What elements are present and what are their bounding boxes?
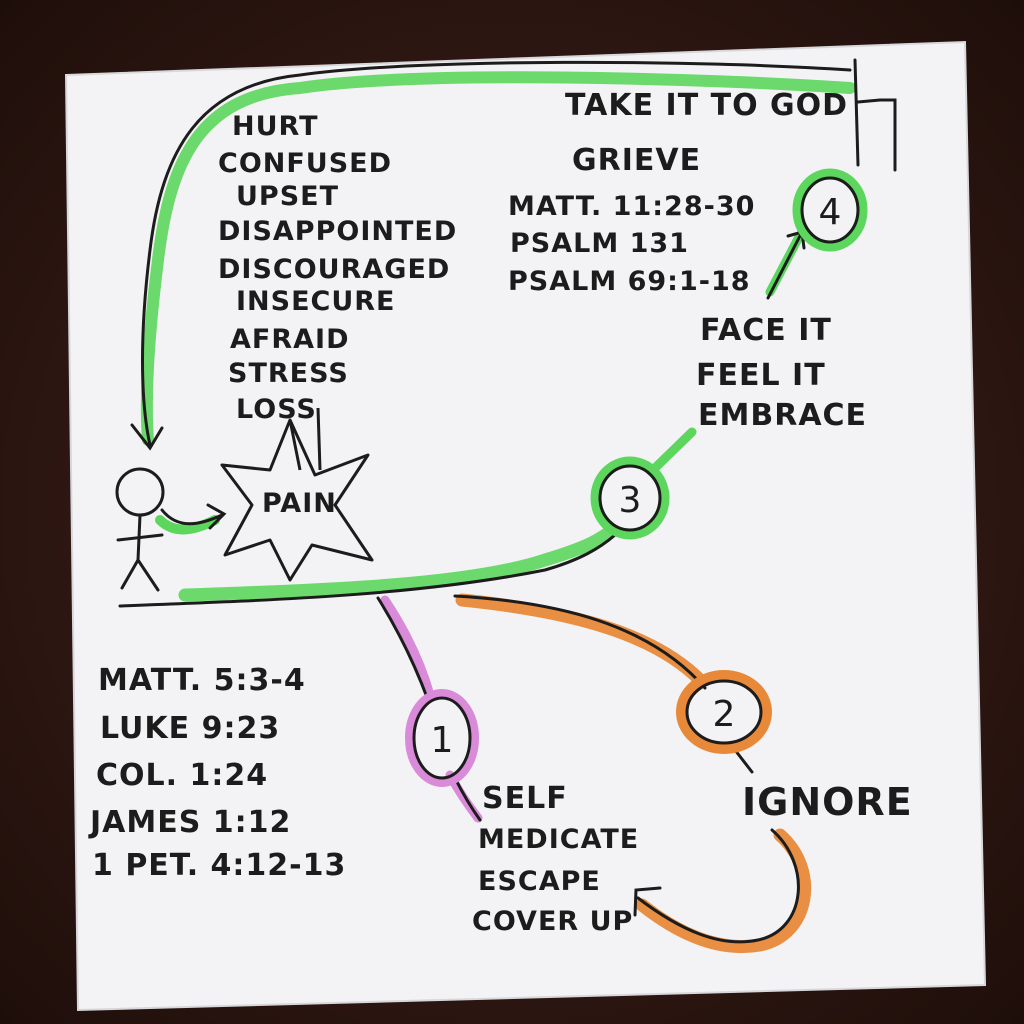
step1-word: MEDICATE (478, 824, 639, 855)
ignore-label: IGNORE (742, 780, 913, 824)
green-loop-arrow (130, 60, 852, 451)
top-verse-item: MATT. 11:28-30 (508, 191, 755, 222)
bottom-left-verses: MATT. 5:3-4 LUKE 9:23 COL. 1:24 JAMES 1:… (88, 663, 346, 883)
green-loop-highlight (140, 71, 856, 446)
verse-item: LUKE 9:23 (100, 711, 280, 746)
step1-word: SELF (482, 781, 568, 816)
green-figure-arrow-highlight (155, 515, 220, 535)
feeling-item: INSECURE (236, 286, 396, 317)
feeling-item: LOSS (236, 394, 317, 425)
step-1-number: 1 (431, 720, 454, 761)
feeling-item: DISCOURAGED (218, 254, 450, 285)
feeling-item: UPSET (236, 181, 339, 212)
flag-icon (853, 58, 897, 172)
step-4-circle: 4 (792, 168, 868, 252)
grieve-label: GRIEVE (572, 143, 701, 178)
step3-word: EMBRACE (698, 398, 867, 433)
verse-item: 1 PET. 4:12-13 (92, 848, 346, 883)
top-verse-item: PSALM 69:1-18 (508, 266, 751, 297)
step3-word: FEEL IT (696, 358, 826, 393)
orange-loop-highlight (635, 828, 812, 954)
take-it-to-god-title: TAKE IT TO GOD (565, 88, 848, 123)
step1-word: COVER UP (472, 906, 633, 937)
step-3-circle: 3 (590, 456, 670, 540)
paper-sheet (64, 40, 987, 1012)
pain-label: PAIN (262, 488, 337, 519)
step-2-circle: 2 (676, 670, 772, 754)
feelings-list: HURT CONFUSED UPSET DISAPPOINTED DISCOUR… (218, 111, 457, 425)
orange-loop-arrow (633, 828, 800, 944)
feeling-item: STRESS (228, 358, 349, 389)
pain-star-icon (220, 407, 374, 582)
feeling-item: CONFUSED (218, 148, 392, 179)
feeling-item: AFRAID (230, 324, 349, 355)
step-1-circle: 1 (405, 689, 479, 787)
figure-to-pain-arrow (160, 503, 227, 530)
orange-branch-line (453, 594, 754, 774)
step-3-number: 3 (619, 480, 642, 521)
verse-item: MATT. 5:3-4 (98, 663, 306, 698)
step-2-number: 2 (713, 694, 736, 735)
step-4-number: 4 (819, 192, 842, 233)
path-3-to-embrace (650, 427, 697, 473)
verse-item: JAMES 1:12 (88, 805, 291, 840)
verse-item: COL. 1:24 (96, 758, 268, 793)
step3-word: FACE IT (700, 313, 832, 348)
top-verse-item: PSALM 131 (510, 228, 689, 259)
step1-word: ESCAPE (478, 866, 601, 897)
feeling-item: HURT (232, 111, 319, 142)
feeling-item: DISAPPOINTED (218, 216, 457, 247)
baseline-line (118, 533, 617, 608)
stick-figure-icon (115, 467, 165, 592)
green-baseline-highlight (178, 523, 619, 602)
